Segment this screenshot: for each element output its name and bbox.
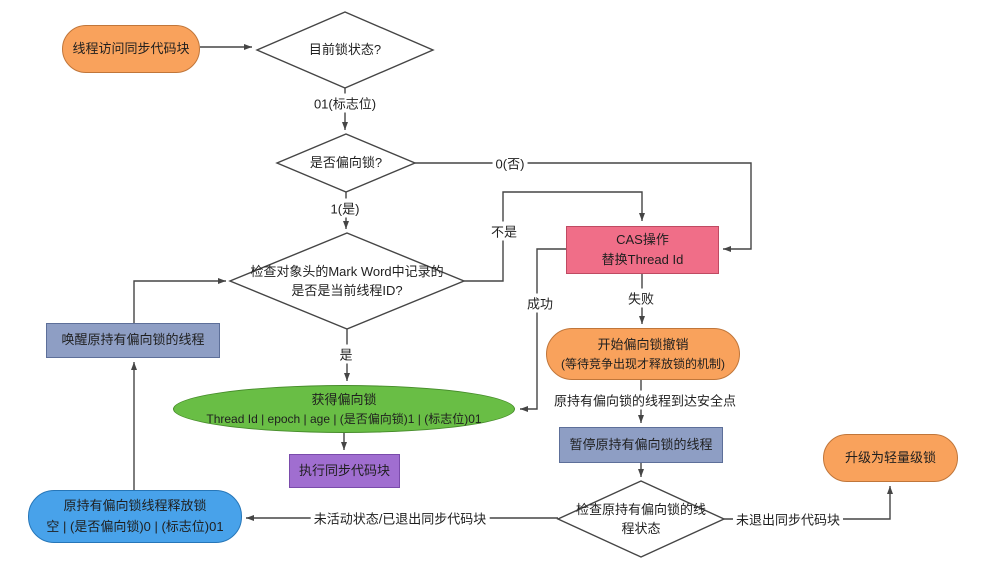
node-revoke-biased-lock: 开始偏向锁撤销 (等待竞争出现才释放锁的机制) [546,328,740,380]
node-label: 执行同步代码块 [298,462,390,478]
decision-lock-state [255,11,435,89]
node-label: 开始偏向锁撤销 [597,336,689,352]
edge-cas-success-to-acquire [520,248,566,412]
edge-label-yes: 是 [336,344,356,364]
node-label: 暂停原持有偏向锁的线程 [569,436,713,452]
edge-label-not-exited: 未退出同步代码块 [732,509,844,529]
edge-label-safepoint: 原持有偏向锁的线程到达安全点 [550,390,740,410]
edge-label-not-match: 不是 [487,221,521,241]
edge-wake-to-checkmarkword [133,278,226,323]
node-label: 原持有偏向锁线程释放锁 [63,498,207,514]
node-wake-original-thread: 唤醒原持有偏向锁的线程 [46,323,220,358]
node-acquire-biased-lock: 获得偏向锁 Thread Id | epoch | age | (是否偏向锁)1… [173,385,515,433]
node-label: CAS操作 [616,231,669,247]
edge-label-no0: 0(否) [492,153,528,173]
edge-label-yes1: 1(是) [327,198,363,218]
node-label: 替换Thread Id [601,252,684,267]
node-label: 升级为轻量级锁 [844,449,936,465]
decision-check-thread-state [556,480,726,558]
node-label: Thread Id | epoch | age | (是否偏向锁)1 | (标志… [206,411,482,426]
node-label: (等待竞争出现才释放锁的机制) [561,356,725,371]
node-pause-original-thread: 暂停原持有偏向锁的线程 [559,427,723,463]
node-label: 获得偏向锁 [311,391,377,407]
decision-is-biased [275,133,417,193]
node-cas-operation: CAS操作 替换Thread Id [566,226,719,274]
node-label: 线程访问同步代码块 [72,40,190,56]
node-execute-sync-block: 执行同步代码块 [289,454,400,488]
edge-label-inactive: 未活动状态/已退出同步代码块 [310,508,490,528]
edge-isbiased-no-to-cas [415,162,752,252]
edge-label-success: 成功 [523,293,557,313]
node-thread-access: 线程访问同步代码块 [62,25,200,73]
edge-label-flag01: 01(标志位) [310,93,380,113]
edge-notmatch-to-cas [464,191,645,282]
node-label: 空 | (是否偏向锁)0 | (标志位)01 [46,518,224,534]
decision-check-markword [228,232,466,330]
node-upgrade-lightweight-lock: 升级为轻量级锁 [823,434,958,482]
node-release-lock: 原持有偏向锁线程释放锁 空 | (是否偏向锁)0 | (标志位)01 [28,490,242,543]
edge-label-fail: 失败 [624,288,658,308]
node-label: 唤醒原持有偏向锁的线程 [61,332,205,348]
